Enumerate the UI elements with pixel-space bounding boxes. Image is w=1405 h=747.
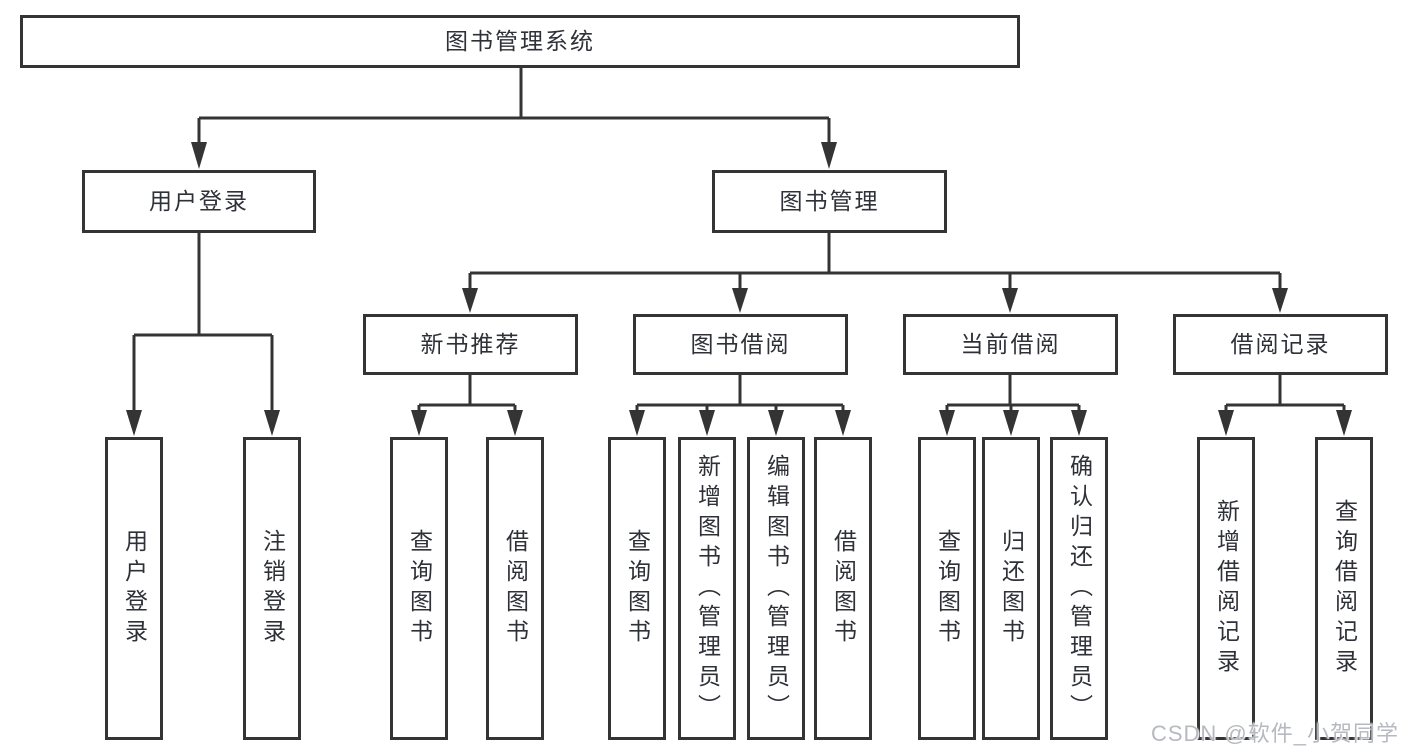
arrow-down-icon bbox=[507, 410, 523, 436]
arrow-down-icon bbox=[264, 410, 280, 436]
arrow-down-icon bbox=[1002, 288, 1018, 313]
leaf-logout: 注销登录 bbox=[243, 437, 301, 740]
connector-borrowing-records bbox=[1218, 375, 1352, 436]
leaf-add-books-admin: 新增图书（管理员） bbox=[678, 437, 736, 740]
arrow-down-icon bbox=[1003, 410, 1019, 436]
node-label: 借阅图书 bbox=[502, 528, 529, 649]
node-label: 借阅图书 bbox=[830, 528, 857, 649]
connector-new-book-recommendation bbox=[411, 375, 523, 436]
connector-root bbox=[191, 68, 837, 169]
node-label: 确认归还（管理员） bbox=[1066, 453, 1093, 724]
leaf-query-books-2: 查询图书 bbox=[608, 437, 666, 740]
node-label: 新增图书（管理员） bbox=[694, 453, 721, 724]
node-label: 查询图书 bbox=[934, 528, 961, 649]
arrow-down-icon bbox=[821, 142, 837, 169]
node-label: 用户登录 bbox=[149, 188, 249, 214]
arrow-down-icon bbox=[629, 410, 645, 436]
arrow-down-icon bbox=[699, 410, 715, 436]
arrow-down-icon bbox=[126, 410, 142, 436]
arrow-down-icon bbox=[411, 410, 427, 436]
node-user-login: 用户登录 bbox=[82, 170, 316, 233]
arrow-down-icon bbox=[1071, 410, 1087, 436]
leaf-query-books-3: 查询图书 bbox=[918, 437, 976, 740]
node-new-book-recommendation: 新书推荐 bbox=[363, 314, 578, 375]
node-borrowing-records: 借阅记录 bbox=[1173, 314, 1388, 375]
node-label: 图书管理 bbox=[779, 188, 880, 214]
node-current-borrowing: 当前借阅 bbox=[903, 314, 1118, 375]
arrow-down-icon bbox=[732, 288, 748, 313]
node-label: 新增借阅记录 bbox=[1213, 498, 1240, 679]
arrow-down-icon bbox=[1272, 288, 1288, 313]
node-label: 新书推荐 bbox=[420, 331, 521, 357]
node-library-management-system: 图书管理系统 bbox=[20, 15, 1020, 68]
node-label: 归还图书 bbox=[998, 528, 1025, 649]
node-label: 当前借阅 bbox=[960, 331, 1061, 357]
leaf-query-books: 查询图书 bbox=[390, 437, 448, 740]
arrow-down-icon bbox=[768, 410, 784, 436]
leaf-return-books: 归还图书 bbox=[982, 437, 1040, 740]
arrow-down-icon bbox=[1336, 410, 1352, 436]
leaf-confirm-return-admin: 确认归还（管理员） bbox=[1050, 437, 1108, 740]
node-label: 查询借阅记录 bbox=[1331, 498, 1358, 679]
node-label: 图书借阅 bbox=[690, 331, 791, 357]
connector-book-borrowing bbox=[629, 375, 851, 436]
arrow-down-icon bbox=[939, 410, 955, 436]
watermark-text: CSDN @软件_小贺同学 bbox=[1150, 721, 1399, 746]
leaf-user-login: 用户登录 bbox=[105, 437, 163, 740]
node-label: 查询图书 bbox=[624, 528, 651, 649]
leaf-borrow-books: 借阅图书 bbox=[486, 437, 544, 740]
node-label: 编辑图书（管理员） bbox=[763, 453, 790, 724]
leaf-borrow-books-2: 借阅图书 bbox=[814, 437, 872, 740]
node-label: 注销登录 bbox=[259, 528, 286, 649]
arrow-down-icon bbox=[191, 142, 207, 169]
arrow-down-icon bbox=[835, 410, 851, 436]
connector-current-borrowing bbox=[939, 375, 1087, 436]
node-label: 图书管理系统 bbox=[445, 28, 595, 54]
node-label: 用户登录 bbox=[121, 528, 148, 649]
node-label: 借阅记录 bbox=[1230, 331, 1331, 357]
leaf-query-borrow-record: 查询借阅记录 bbox=[1315, 437, 1373, 740]
leaf-edit-books-admin: 编辑图书（管理员） bbox=[747, 437, 805, 740]
arrow-down-icon bbox=[1218, 410, 1234, 436]
node-label: 查询图书 bbox=[406, 528, 433, 649]
node-book-management: 图书管理 bbox=[712, 170, 947, 233]
arrow-down-icon bbox=[462, 288, 478, 313]
node-book-borrowing: 图书借阅 bbox=[633, 314, 848, 375]
leaf-add-borrow-record: 新增借阅记录 bbox=[1197, 437, 1255, 740]
connector-book-management bbox=[462, 233, 1288, 313]
connector-user-login bbox=[126, 233, 280, 436]
